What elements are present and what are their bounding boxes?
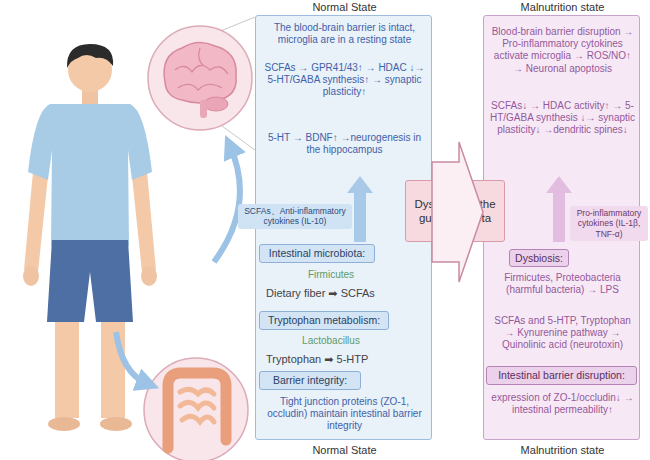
panel-heading: Malnutrition state — [484, 1, 641, 14]
brain-symbol — [164, 42, 236, 103]
foot — [100, 417, 132, 431]
panel-heading: Normal State — [256, 1, 433, 14]
node-label: Tryptophan metabolism: — [268, 314, 380, 327]
brain-stem — [200, 100, 207, 118]
colon-symbol — [168, 373, 226, 448]
body-text: expression of ZO-1/occludin↓ → intestina… — [489, 392, 636, 416]
body-text: Dietary fiber ➡ SCFAs — [266, 287, 431, 300]
taxon-label: Firmicutes — [256, 269, 406, 281]
arm — [24, 172, 48, 272]
shorts — [47, 240, 133, 322]
node-label: Intestinal microbiota: — [269, 247, 365, 260]
body-text: 5-HT → BDNF↑ →neurogenesis in the hippoc… — [262, 132, 427, 156]
leader-line — [222, 126, 255, 150]
section-header: Tryptophan metabolism: — [259, 311, 389, 330]
node-label: Pro-inflammatory cytokines (IL-1β, TNF-α… — [573, 208, 645, 239]
node-label: SCFAs、Anti-inflammatory cytokines (IL-10… — [241, 206, 349, 227]
node-label: Intestinal barrier disruption: — [498, 369, 625, 382]
foot — [48, 417, 80, 431]
brain-gyri — [175, 48, 228, 90]
brain-circle — [148, 26, 252, 130]
node-label: Dysbiosis: — [515, 252, 563, 265]
leg — [55, 322, 79, 418]
body-text: Tight junction proteins (ZO-1, occludin)… — [262, 396, 427, 433]
hand — [23, 266, 39, 286]
body-text: The blood-brain barrier is intact, micro… — [262, 22, 427, 46]
section-header: Intestinal microbiota: — [259, 244, 375, 263]
body-text: Firmicutes, Proteobacteria (harmful bact… — [489, 272, 636, 296]
cerebellum — [204, 97, 228, 111]
section-header: Barrier integrity: — [259, 371, 361, 390]
taxon-label: Lactobacillus — [256, 335, 406, 347]
node-label: Dysbiosis of the gut microbiota — [409, 197, 501, 225]
body-text: SCFAs → GPR41/43↑ → HDAC ↓→ 5-HT/GABA sy… — [262, 62, 427, 99]
panel-heading: Malnutrition state — [484, 444, 641, 457]
arm — [132, 172, 156, 272]
signal-band: SCFAs、Anti-inflammatory cytokines (IL-10… — [238, 204, 352, 229]
section-header: Intestinal barrier disruption: — [486, 366, 637, 385]
panel-heading: Normal State — [256, 444, 433, 457]
body-text: Tryptophan ➡ 5-HTP — [266, 353, 431, 366]
node-label: Barrier integrity: — [273, 374, 347, 387]
section-header: Dysbiosis: — [509, 249, 569, 267]
small-intestine-symbol — [180, 389, 214, 422]
curved-arrow — [116, 332, 148, 384]
intestine-circle — [144, 358, 248, 460]
dysbiosis-box: Dysbiosis of the gut microbiota — [405, 180, 505, 242]
body-text: SCFAs and 5-HTP, Tryptophan → Kynurenine… — [489, 315, 636, 352]
body-text: Blood-brain barrier disruption → Pro-inf… — [489, 26, 636, 75]
hand — [141, 266, 157, 286]
shirt — [28, 104, 152, 246]
curved-arrow — [214, 146, 240, 262]
signal-band: Pro-inflammatory cytokines (IL-1β, TNF-α… — [570, 206, 648, 241]
leader-line — [218, 17, 255, 32]
body-text: SCFAs↓ → HDAC activity↑ → 5-HT/GABA synt… — [489, 100, 636, 137]
hair — [67, 44, 113, 68]
leg — [101, 322, 125, 418]
